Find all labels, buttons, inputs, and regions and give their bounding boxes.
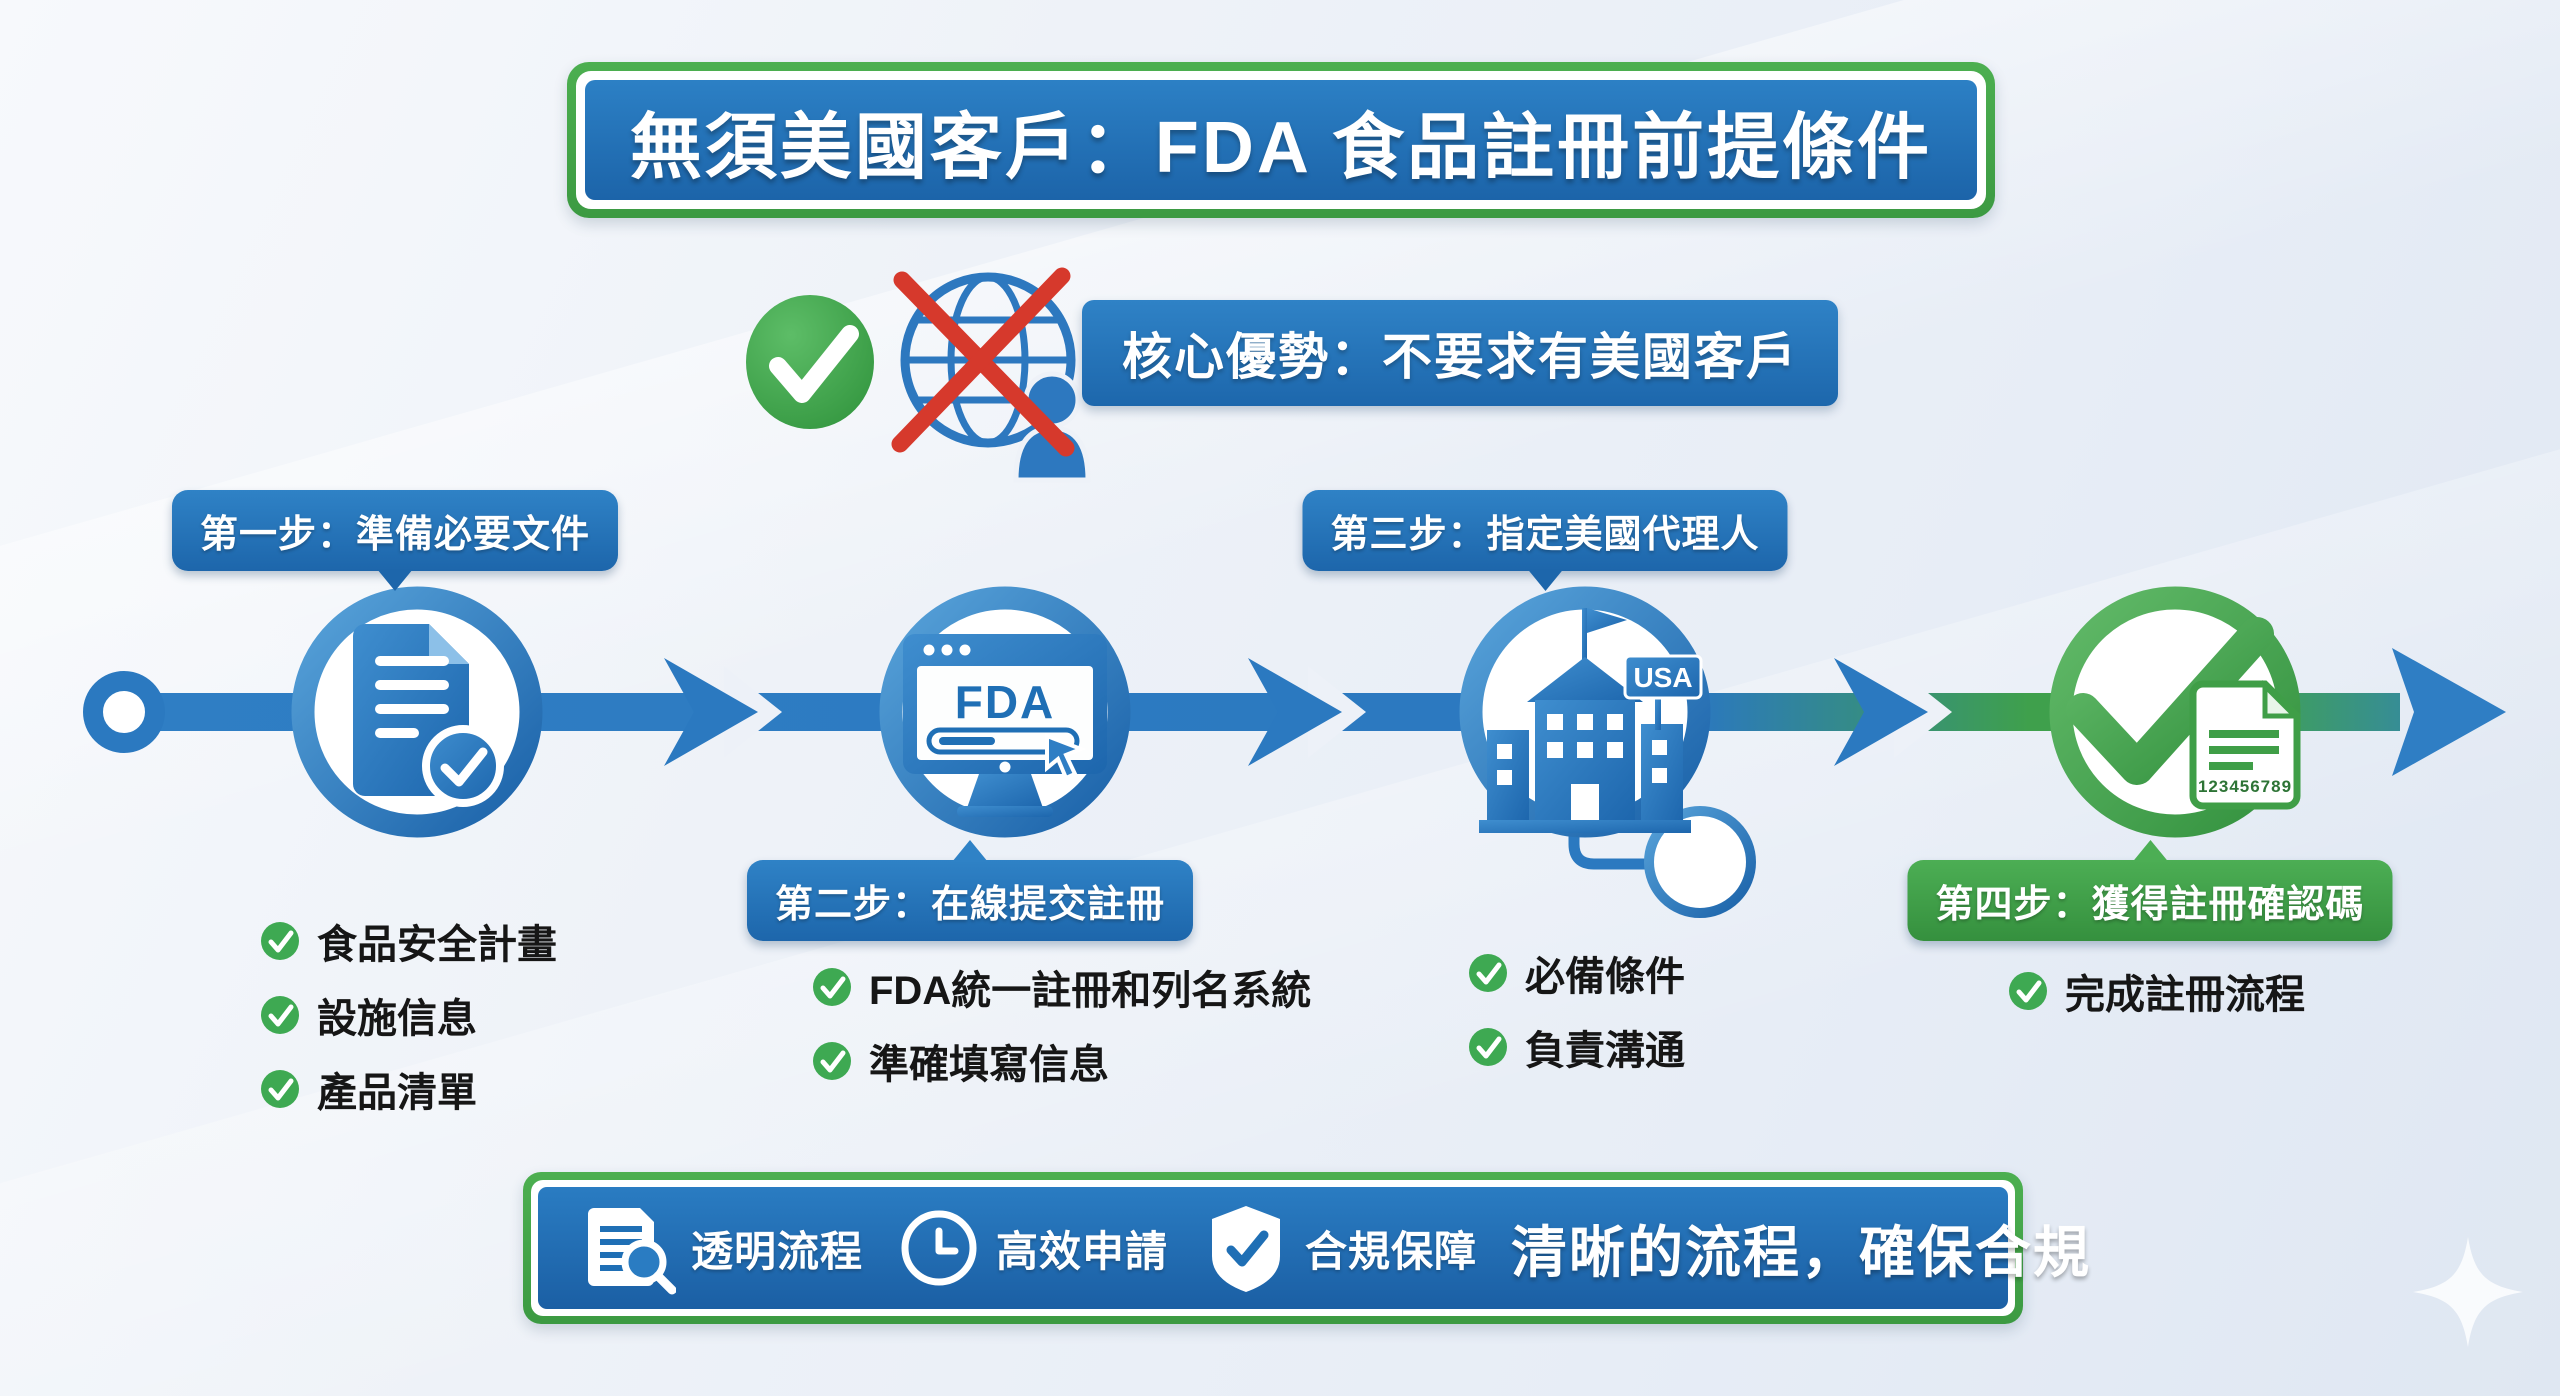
- step3-label: 第三步：指定美國代理人: [1302, 490, 1788, 571]
- document-magnifier-icon: [588, 1208, 676, 1295]
- us-agent-circle: [1644, 806, 1756, 918]
- registration-confirmation-icon: 123456789: [2066, 617, 2302, 810]
- step3-checklist: 必備條件 負責溝通: [1468, 944, 1685, 1076]
- feature-label: 高效申請: [996, 1227, 1169, 1275]
- step4-label: 第四步：獲得註冊確認碼: [1907, 860, 2393, 941]
- timeline-end-arrow-icon: [2392, 648, 2506, 776]
- page-title: 無須美國客戶：FDA 食品註冊前提條件: [629, 107, 1933, 188]
- bubble-pointer: [1526, 569, 1563, 591]
- step4-bubble: 第四步：獲得註冊確認碼: [1907, 840, 2393, 941]
- document-check-icon: [353, 624, 504, 807]
- sparkle-icon: [2413, 1237, 2523, 1347]
- step4-checklist: 完成註冊流程: [2008, 962, 2305, 1020]
- us-agency-building-icon: USA: [1479, 608, 1703, 833]
- checklist-item: 食品安全計畫: [260, 912, 557, 970]
- advantage-banner: 核心優勢：不要求有美國客戶: [1082, 300, 1838, 406]
- fda-website-monitor-icon: FDA: [903, 634, 1107, 817]
- check-icon: [261, 1070, 299, 1108]
- step1-label: 第一步：準備必要文件: [171, 490, 619, 571]
- checklist-item-label: 準確填寫信息: [869, 1043, 1109, 1087]
- clock-icon: [901, 1210, 977, 1286]
- green-check-icon: [746, 295, 874, 429]
- footer-banner: 透明流程 高效申請 合規保障 清晰的流程，確保合規: [523, 1172, 2089, 1324]
- no-us-customer-globe-icon: [891, 267, 1091, 483]
- checklist-item: 負責溝通: [1468, 1018, 1685, 1076]
- title-banner-blue-panel: 無須美國客戶：FDA 食品註冊前提條件: [585, 80, 1977, 200]
- step3-bubble: 第三步：指定美國代理人: [1302, 490, 1788, 591]
- step2-checklist: FDA統一註冊和列名系統 準確填寫信息: [812, 958, 1311, 1090]
- checklist-item-label: 食品安全計畫: [317, 923, 557, 967]
- check-icon: [261, 922, 299, 960]
- checklist-item: FDA統一註冊和列名系統: [812, 958, 1311, 1016]
- check-icon: [813, 1042, 851, 1080]
- checklist-item: 必備條件: [1468, 944, 1685, 1002]
- check-icon: [261, 996, 299, 1034]
- checklist-item-label: 完成註冊流程: [2065, 973, 2305, 1017]
- checklist-item: 產品清單: [260, 1060, 557, 1118]
- usa-sign-text: USA: [1633, 662, 1692, 693]
- confirmation-document-icon: 123456789: [2189, 679, 2302, 810]
- bubble-pointer: [376, 569, 413, 591]
- bubble-pointer: [2131, 840, 2168, 862]
- footer-banner-blue-panel: 透明流程 高效申請 合規保障 清晰的流程，確保合規: [538, 1187, 2089, 1309]
- footer-feature: 高效申請: [897, 1206, 1168, 1290]
- step1-bubble: 第一步：準備必要文件: [171, 490, 619, 591]
- checklist-item: 設施信息: [260, 986, 557, 1044]
- check-icon: [1469, 1028, 1507, 1066]
- step2-label: 第二步：在線提交註冊: [746, 860, 1194, 941]
- checklist-item-label: 產品清單: [317, 1071, 477, 1115]
- fda-logo-text: FDA: [955, 676, 1056, 728]
- check-icon: [813, 968, 851, 1006]
- check-icon: [2009, 972, 2047, 1010]
- agent-connector-line: [1568, 800, 1652, 870]
- feature-label: 透明流程: [691, 1227, 864, 1275]
- bubble-pointer: [951, 840, 988, 862]
- checklist-item: 準確填寫信息: [812, 1032, 1311, 1090]
- feature-label: 合規保障: [1305, 1227, 1478, 1275]
- red-cross-icon: [891, 267, 1075, 457]
- footer-feature: 合規保障: [1202, 1200, 1477, 1296]
- title-banner-white-ring: 無須美國客戶：FDA 食品註冊前提條件: [576, 71, 1986, 209]
- advantage-icons: [746, 267, 1091, 483]
- step2-bubble: 第二步：在線提交註冊: [746, 840, 1194, 941]
- title-banner: 無須美國客戶：FDA 食品註冊前提條件: [567, 62, 1995, 218]
- flow-arrowhead-icon: [1834, 658, 1952, 766]
- cursor-icon: [1045, 733, 1087, 781]
- flow-arrowhead-icon: [664, 658, 782, 766]
- checklist-item: 完成註冊流程: [2008, 962, 2305, 1020]
- confirmation-code-text: 123456789: [2198, 777, 2292, 796]
- step1-checklist: 食品安全計畫 設施信息 產品清單: [260, 912, 557, 1118]
- checklist-item-label: 設施信息: [317, 997, 477, 1041]
- timeline-start-node: [83, 671, 165, 753]
- check-icon: [1469, 954, 1507, 992]
- shield-check-icon: [1212, 1206, 1281, 1292]
- usa-sign: USA: [1623, 654, 1703, 730]
- checklist-item-label: 必備條件: [1525, 955, 1685, 999]
- flow-arrowhead-icon: [1248, 658, 1366, 766]
- footer-banner-white-ring: 透明流程 高效申請 合規保障 清晰的流程，確保合規: [531, 1180, 2089, 1316]
- advantage-label: 核心優勢：不要求有美國客戶: [1122, 329, 1798, 385]
- checklist-item-label: 負責溝通: [1525, 1029, 1685, 1073]
- checklist-item-label: FDA統一註冊和列名系統: [869, 969, 1312, 1013]
- footer-tagline: 清晰的流程，確保合規: [1511, 1220, 2092, 1284]
- footer-feature: 透明流程: [584, 1200, 863, 1296]
